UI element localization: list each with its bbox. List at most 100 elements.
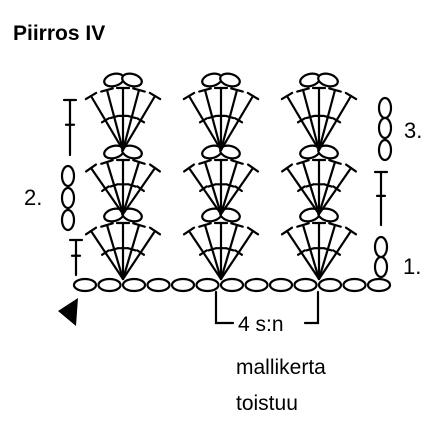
treble-stitch-top — [182, 91, 196, 101]
treble-stitch-bar — [199, 185, 208, 193]
chain-stitch — [170, 277, 196, 293]
treble-stitch-top — [246, 226, 260, 236]
chain-stitch — [293, 277, 318, 293]
treble-stitch-stem — [203, 160, 223, 216]
treble-stitch-stem — [121, 223, 141, 281]
treble-stitch-stem — [219, 166, 255, 216]
chain-stitch — [72, 277, 98, 293]
treble-stitch-stem — [219, 223, 239, 281]
treble-stitch-top — [100, 87, 114, 93]
treble-stitch-top — [198, 87, 212, 93]
treble-stitch-bar — [224, 183, 235, 188]
chain-stitch — [366, 277, 392, 293]
treble-stitch-top — [132, 222, 146, 228]
treble-stitch-top — [148, 163, 162, 173]
treble-stitch-stem — [301, 88, 321, 152]
treble-stitch-stem — [121, 94, 157, 152]
treble-stitch-bar — [305, 183, 316, 188]
treble-stitch-bar — [332, 117, 342, 124]
treble-stitch-bar — [100, 117, 110, 124]
repeat-bracket-right — [303, 290, 320, 325]
treble-stitch-stem — [89, 166, 125, 216]
chain-stitch — [377, 96, 393, 120]
treble-stitch-stem — [317, 166, 353, 216]
treble-stitch-bar — [234, 117, 244, 124]
treble-stitch-top — [100, 222, 114, 228]
row-label-3: 3. — [404, 118, 422, 143]
treble-stitch-stem — [121, 88, 141, 152]
repeat-bracket-left — [214, 290, 235, 325]
treble-stitch-stem — [89, 94, 125, 152]
treble-stitch-bar — [296, 249, 306, 256]
chain-stitch — [60, 186, 76, 210]
treble-stitch-top — [148, 91, 162, 101]
treble-stitch-top — [246, 163, 260, 173]
chain-stitch — [219, 277, 245, 293]
chain-stitch — [377, 138, 393, 162]
treble-stitch-top — [246, 91, 260, 101]
treble-stitch-bar — [126, 114, 137, 120]
treble-stitch-bar — [136, 185, 145, 193]
treble-stitch-stem — [105, 88, 125, 152]
treble-stitch-top — [198, 159, 212, 165]
chain-stitch — [317, 72, 339, 88]
treble-stitch-stem — [317, 88, 337, 152]
treble-stitch-bar — [332, 185, 341, 193]
chain-stitch — [317, 277, 343, 293]
treble-stitch-top — [344, 163, 358, 173]
foundation-chain-row — [72, 277, 392, 293]
repeat-label-line3: toistuu — [236, 392, 298, 415]
treble-stitch-top — [148, 226, 162, 236]
treble-stitch-bar — [297, 185, 306, 193]
diagram-title: Piirros IV — [13, 22, 105, 45]
treble-stitch-top — [132, 87, 146, 93]
treble-stitch-bar — [296, 117, 306, 124]
treble-stitch-bar — [224, 114, 235, 120]
treble-stitch-bar — [109, 247, 120, 252]
treble-stitch-top — [296, 159, 310, 165]
treble-stitch-stem — [89, 229, 125, 281]
chain-stitch — [60, 164, 76, 188]
treble-stitch-top — [328, 87, 342, 93]
treble-stitch-stem — [317, 223, 337, 281]
repeat-count-label: 4 s:n — [238, 313, 284, 336]
treble-stitch-stem — [187, 166, 223, 216]
chain-stitch — [377, 116, 393, 140]
treble-stitch-bar — [136, 249, 146, 256]
treble-stitch-top — [132, 159, 146, 165]
treble-stitch-top — [182, 226, 196, 236]
treble-stitch-bar — [207, 247, 218, 252]
treble-stitch-top — [198, 222, 212, 228]
chain-stitch — [97, 277, 122, 293]
start-arrow-icon — [58, 298, 78, 326]
treble-stitch-bar — [101, 185, 110, 193]
treble-stitch-stem — [317, 94, 353, 152]
treble-stitch-bar — [126, 183, 137, 188]
treble-stitch-bar — [322, 114, 333, 120]
treble-stitch-stem — [301, 223, 321, 281]
treble-stitch-bar — [126, 247, 137, 252]
chain-stitch — [146, 277, 171, 293]
row-label-2: 2. — [24, 185, 42, 210]
treble-stitch-stem — [121, 160, 141, 216]
treble-stitch-top — [84, 226, 98, 236]
chain-stitch — [121, 72, 143, 88]
treble-stitch-stem — [301, 160, 321, 216]
chain-stitch — [121, 277, 147, 293]
treble-stitch-bar — [322, 183, 333, 188]
chain-stitch — [342, 277, 367, 293]
chain-stitch — [195, 277, 220, 293]
treble-stitch-bar — [224, 247, 235, 252]
treble-stitch-top — [230, 87, 244, 93]
treble-stitch-stem — [285, 166, 321, 216]
chain-stitch — [373, 235, 389, 259]
treble-stitch-bar — [234, 185, 243, 193]
treble-stitch-bar — [198, 117, 208, 124]
treble-stitch-bar — [136, 117, 146, 124]
chain-stitch — [244, 277, 269, 293]
treble-stitch-stem — [317, 160, 337, 216]
treble-stitch-stem — [105, 160, 125, 216]
treble-stitch-bar — [109, 183, 120, 188]
treble-stitch-bar — [207, 183, 218, 188]
